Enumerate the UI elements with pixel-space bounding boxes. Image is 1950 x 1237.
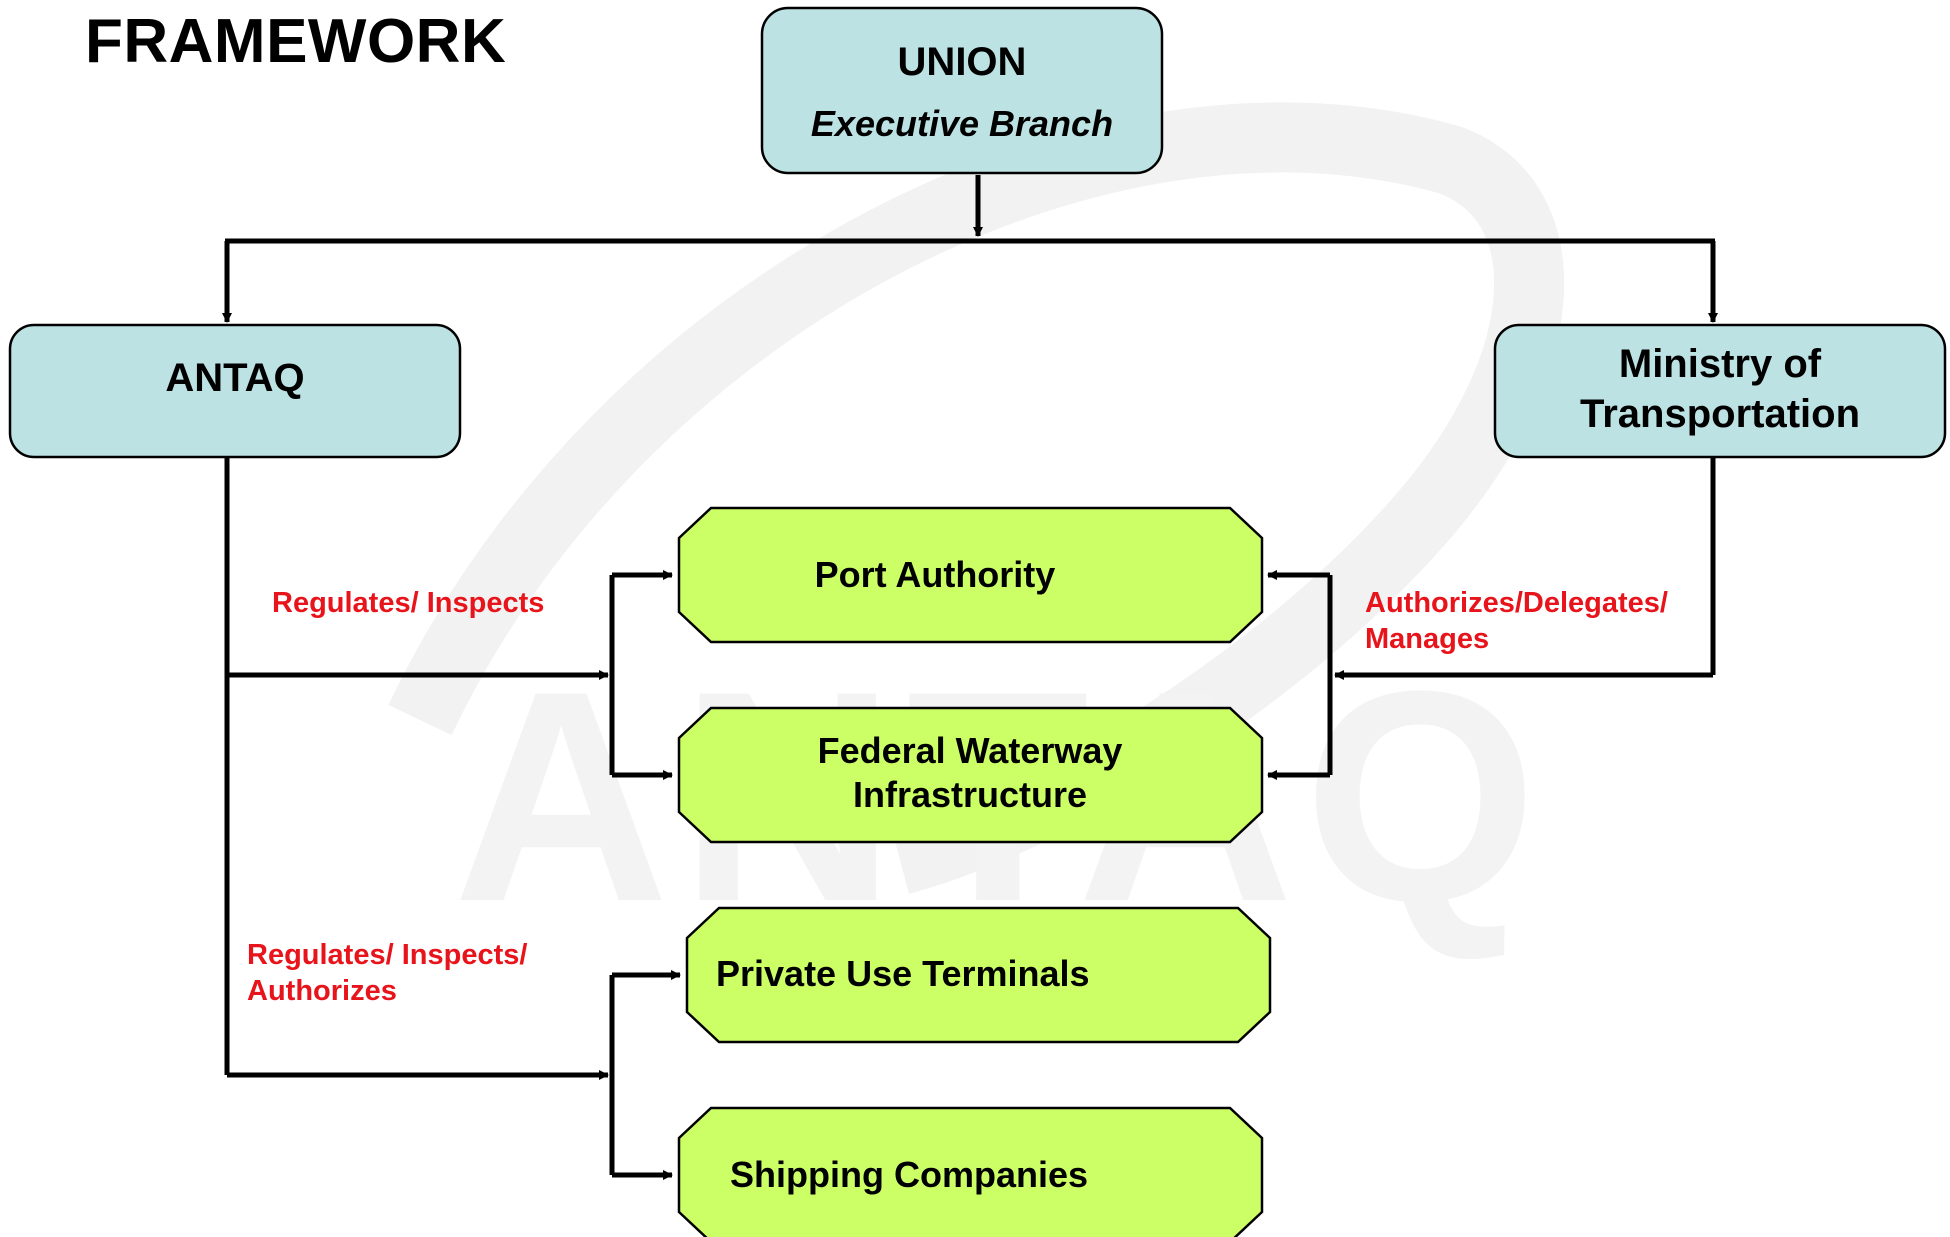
antaq-title: ANTAQ [165, 356, 305, 400]
antaq-label: ANTAQ [10, 330, 460, 426]
ministry-line1: Ministry of [1618, 342, 1822, 386]
union-box [760, 6, 1164, 175]
private-terminals-title: Private Use Terminals [716, 953, 1090, 995]
union-title: UNION [897, 40, 1027, 85]
federal-waterway-line1: Federal Waterway [817, 730, 1123, 771]
federal-waterway-box [677, 706, 1264, 844]
federal-waterway-label: Federal Waterway Infrastructure [720, 718, 1220, 828]
shipping-companies-label: Shipping Companies [700, 1135, 1120, 1215]
connectors [222, 175, 1718, 1180]
union-subtitle: Executive Branch [810, 103, 1114, 145]
edge-label-antaq-lower: Regulates/ Inspects/ Authorizes [247, 937, 527, 1009]
edge-label-antaq-lower-line2: Authorizes [247, 975, 397, 1007]
federal-waterway-line2: Infrastructure [852, 774, 1088, 815]
edge-label-antaq-upper-text: Regulates/ Inspects [272, 587, 545, 619]
port-authority-box [677, 506, 1264, 644]
shipping-companies-box [677, 1106, 1264, 1237]
antaq-box [8, 323, 462, 459]
ministry-line2: Transportation [1579, 392, 1861, 436]
shipping-companies-title: Shipping Companies [730, 1154, 1089, 1196]
ministry-label: Ministry of Transportation [1495, 330, 1945, 448]
ministry-box [1493, 323, 1947, 459]
edge-label-ministry-line1: Authorizes/Delegates/ [1365, 587, 1668, 619]
edge-label-ministry: Authorizes/Delegates/ Manages [1365, 585, 1668, 657]
port-authority-title: Port Authority [814, 554, 1056, 596]
edge-label-antaq-lower-line1: Regulates/ Inspects/ [247, 939, 528, 971]
private-terminals-box [685, 906, 1272, 1044]
edge-label-ministry-line2: Manages [1365, 623, 1490, 655]
union-label: UNION Executive Branch [762, 22, 1162, 162]
port-authority-label: Port Authority [710, 535, 1160, 615]
page-title: FRAMEWORK [85, 7, 507, 76]
private-terminals-label: Private Use Terminals [700, 934, 1120, 1014]
edge-label-antaq-upper: Regulates/ Inspects [272, 585, 544, 621]
